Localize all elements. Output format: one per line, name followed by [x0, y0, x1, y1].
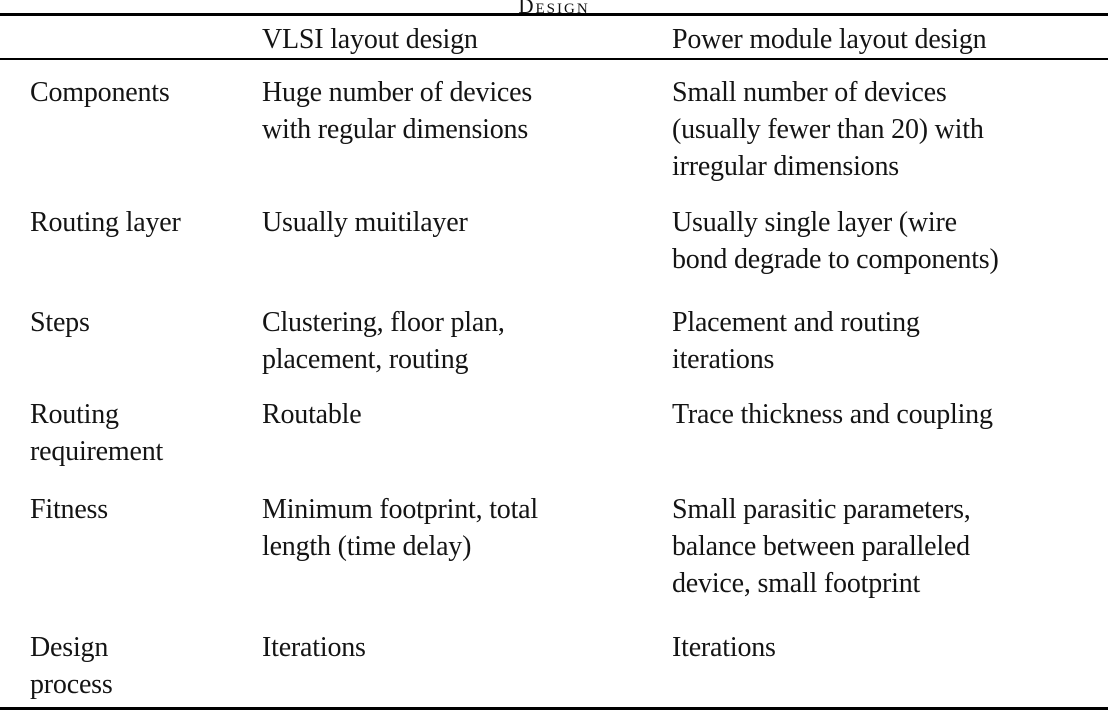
- table-caption-fragment: Design: [518, 0, 590, 18]
- table-row-design-process: Design process Iterations Iterations: [0, 629, 1108, 703]
- power-cell: Trace thickness and coupling: [672, 399, 993, 430]
- header-power-module-layout-design: Power module layout design: [672, 24, 987, 55]
- power-cell: Small parasitic parameters, balance betw…: [672, 494, 971, 599]
- vlsi-cell: Minimum footprint, total length (time de…: [262, 494, 538, 562]
- table-row-routing-layer: Routing layer Usually muitilayer Usually…: [0, 204, 1108, 278]
- table-header-rule: [0, 58, 1108, 60]
- table-row-steps: Steps Clustering, floor plan, placement,…: [0, 304, 1108, 378]
- row-label: Routing requirement: [30, 399, 164, 467]
- vlsi-cell: Huge number of devices with regular dime…: [262, 77, 533, 145]
- row-label: Components: [30, 77, 170, 108]
- power-cell: Usually single layer (wire bond degrade …: [672, 207, 999, 275]
- header-vlsi-layout-design: VLSI layout design: [262, 24, 478, 55]
- vlsi-cell: Clustering, floor plan, placement, routi…: [262, 307, 505, 375]
- table-row-fitness: Fitness Minimum footprint, total length …: [0, 491, 1108, 602]
- table-row-components: Components Huge number of devices with r…: [0, 74, 1108, 185]
- table-header-row: VLSI layout design Power module layout d…: [0, 21, 1108, 58]
- table-row-routing-requirement: Routing requirement Routable Trace thick…: [0, 396, 1108, 470]
- row-label: Fitness: [30, 494, 108, 525]
- table-top-rule: [0, 13, 1108, 16]
- row-label: Design process: [30, 632, 113, 700]
- table-bottom-rule: [0, 707, 1108, 710]
- vlsi-cell: Iterations: [262, 632, 366, 663]
- vlsi-cell: Usually muitilayer: [262, 207, 468, 238]
- header-empty-cell: [0, 21, 262, 58]
- row-label: Routing layer: [30, 207, 181, 238]
- power-cell: Small number of devices (usually fewer t…: [672, 77, 984, 182]
- vlsi-cell: Routable: [262, 399, 362, 430]
- power-cell: Iterations: [672, 632, 776, 663]
- row-label: Steps: [30, 307, 90, 338]
- power-cell: Placement and routing iterations: [672, 307, 920, 375]
